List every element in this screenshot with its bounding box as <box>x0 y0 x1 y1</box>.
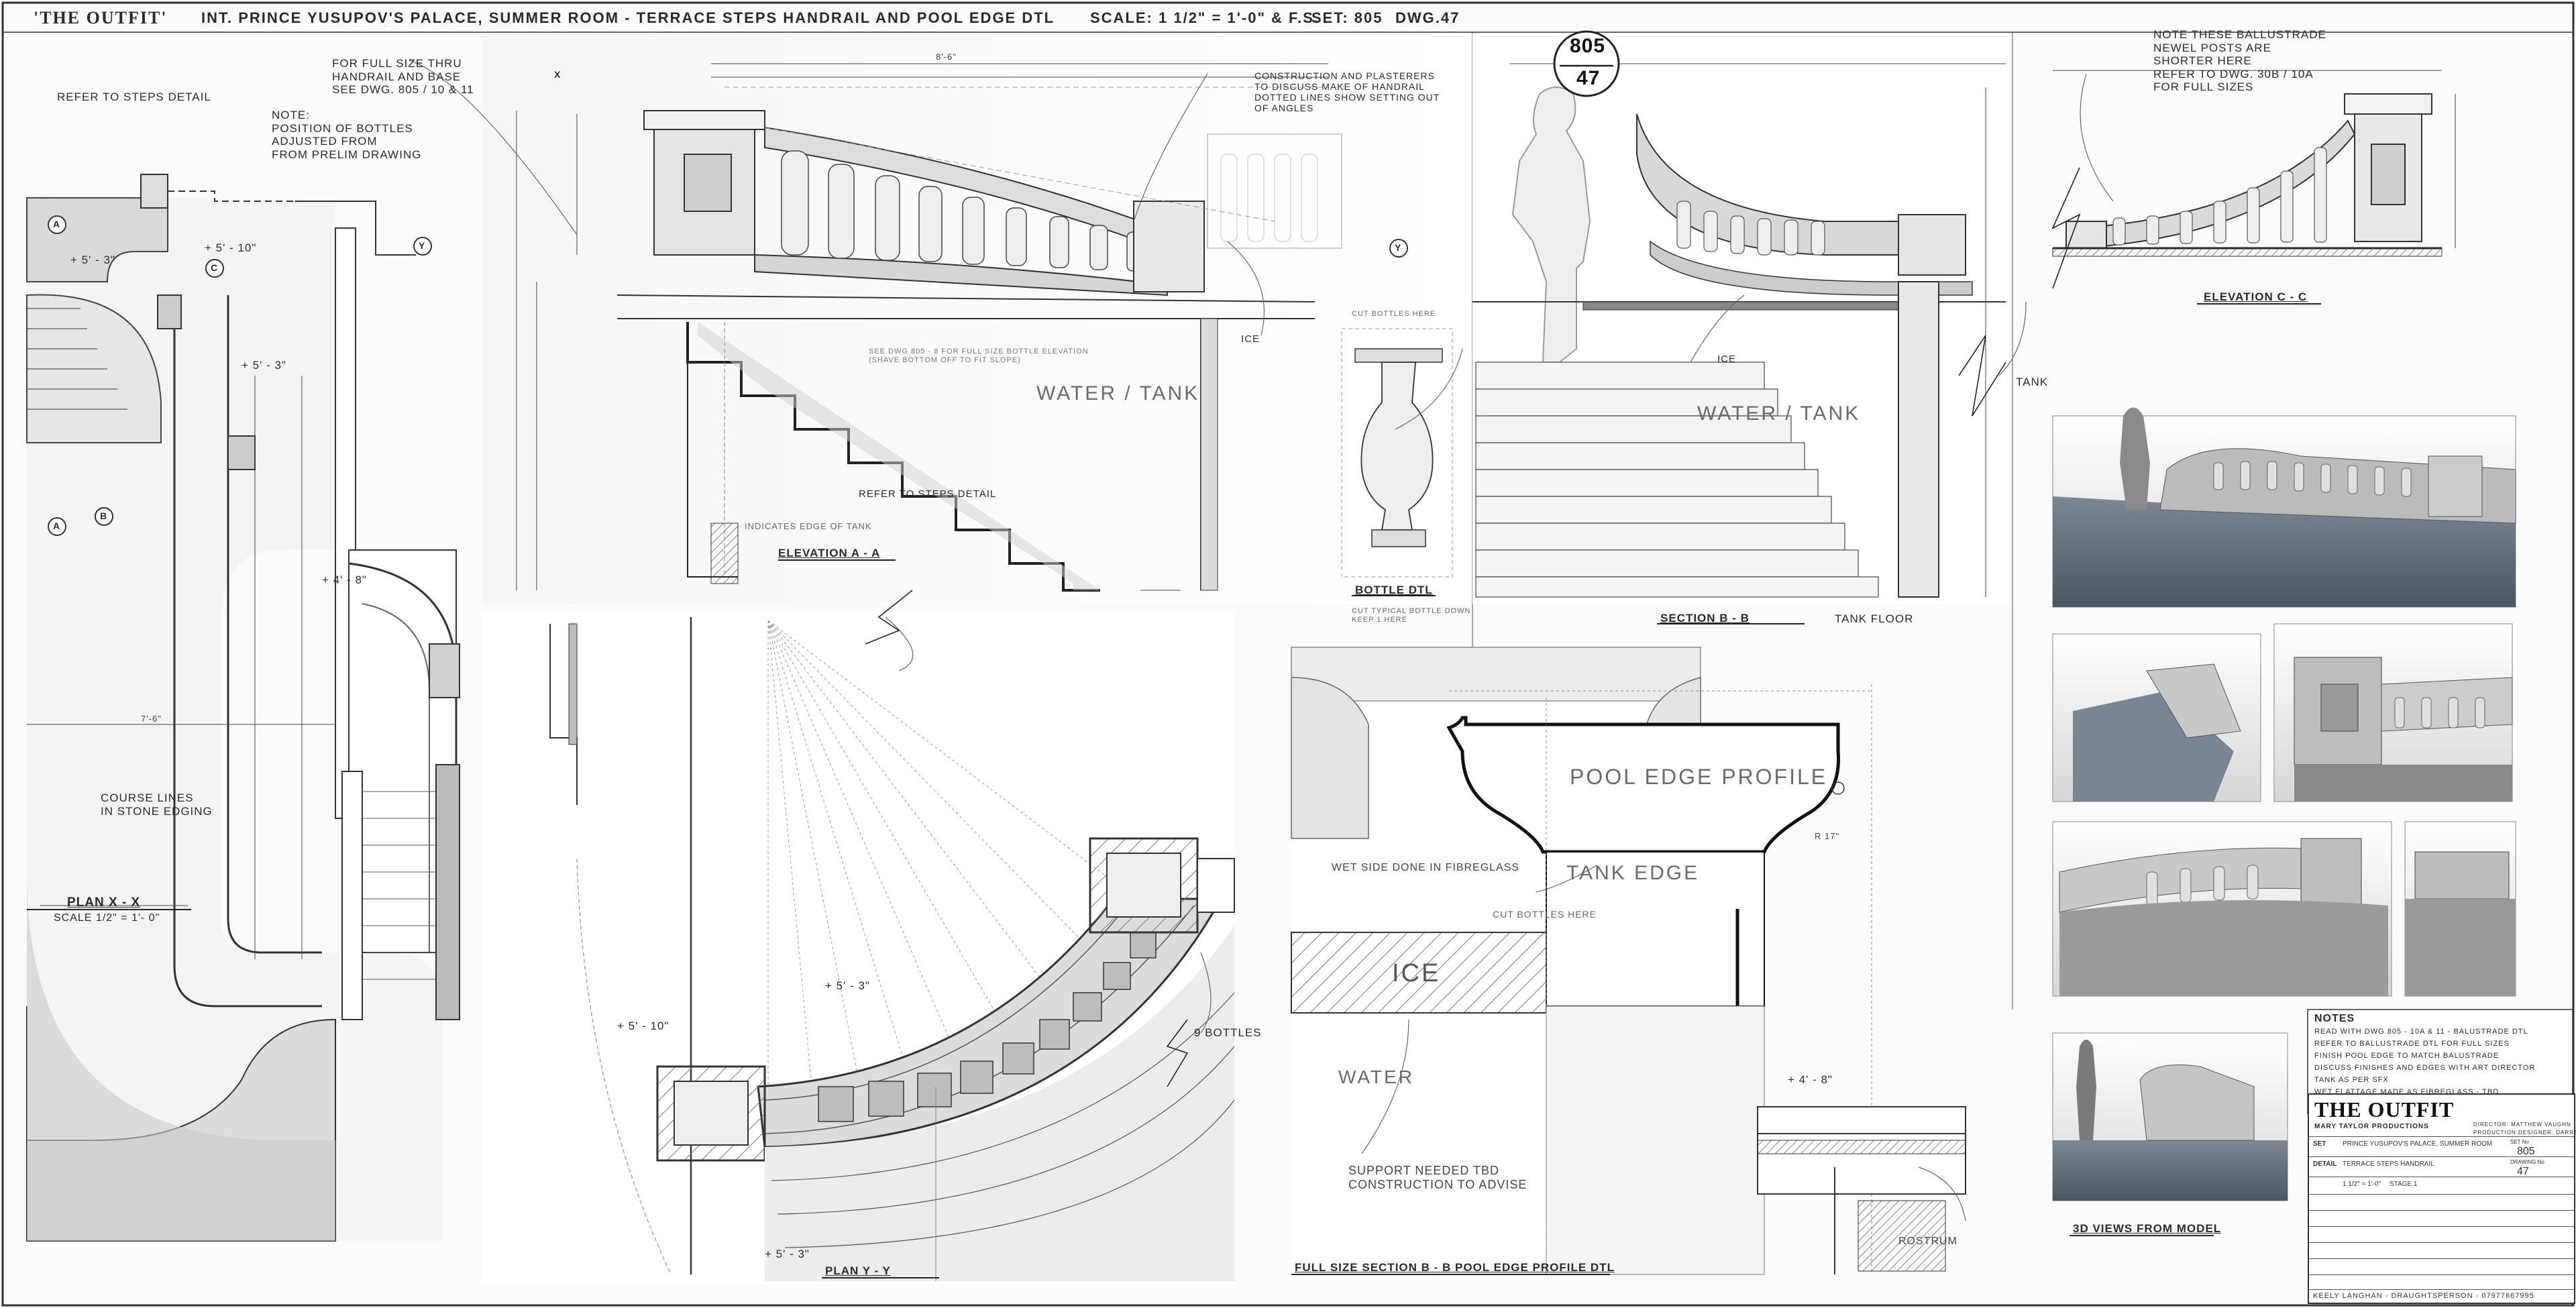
title-bottle-dtl: BOTTLE DTL <box>1355 584 1433 596</box>
note-rostrum: ROSTRUM <box>1898 1236 1957 1247</box>
marker-b: B <box>100 510 108 521</box>
dim-width-a: 7'-6" <box>141 714 162 724</box>
notes-line-1: READ WITH DWG 805 - 10A & 11 - BALUSTRAD… <box>2314 1028 2528 1036</box>
title-block-dwg-no: 47 <box>2517 1166 2529 1177</box>
dim-level-6: + 5' - 10" <box>617 1020 669 1032</box>
title-3d-views: 3D VIEWS FROM MODEL <box>2073 1222 2222 1235</box>
label-ice-big: ICE <box>1392 959 1441 987</box>
label-tank-floor: TANK FLOOR <box>1835 612 1914 625</box>
marker-y-1: Y <box>419 240 426 251</box>
marker-y-2: Y <box>1395 242 1402 253</box>
stamp-drawing-number: 47 <box>1576 67 1601 89</box>
title-block-name: THE OUTFIT <box>2314 1097 2455 1122</box>
label-water: WATER <box>1338 1067 1414 1087</box>
title-block-company: MARY TAYLOR PRODUCTIONS <box>2314 1123 2429 1130</box>
note-course-lines: COURSE LINES IN STONE EDGING <box>101 792 213 818</box>
label-water-tank-a: WATER / TANK <box>1036 382 1200 404</box>
stamp-set-number: 805 <box>1570 35 1606 57</box>
note-refer-steps-2: REFER TO STEPS DETAIL <box>859 488 997 500</box>
notes-line-5: TANK AS PER SFX <box>2314 1076 2389 1084</box>
title-plan-yy: PLAN Y - Y <box>825 1264 891 1277</box>
notes-line-4: DISCUSS FINISHES AND EDGES WITH ART DIRE… <box>2314 1064 2536 1072</box>
note-cut-bottles: CUT BOTTLES HERE <box>1352 310 1436 318</box>
title-block-dwg-no-label: DRAWING No <box>2510 1159 2544 1165</box>
note-nine-bottles: 9 BOTTLES <box>1194 1026 1262 1039</box>
dim-level-1: + 5' - 3" <box>70 254 115 266</box>
production-title: 'THE OUTFIT' <box>34 8 168 28</box>
sheet-scale: SCALE: 1 1/2" = 1'-0" & F.S. <box>1090 9 1320 26</box>
title-elevation-aa: ELEVATION A - A <box>778 547 881 559</box>
note-cut-typical: CUT TYPICAL BOTTLE DOWN KEEP 1 HERE <box>1352 607 1471 624</box>
title-plan-xx-scale: SCALE 1/2" = 1'- 0" <box>54 912 160 924</box>
marker-c: C <box>211 262 219 273</box>
drawing-stamp <box>1553 30 1620 97</box>
sheet-title: INT. PRINCE YUSUPOV'S PALACE, SUMMER ROO… <box>201 9 1055 26</box>
sheet-drawing-number: DWG.47 <box>1395 9 1460 26</box>
dim-level-8: + 4' - 8" <box>1788 1073 1833 1086</box>
title-block-detail-label: DETAIL <box>2313 1160 2337 1168</box>
dim-level-4: + 4' - 8" <box>322 574 367 586</box>
label-ice-a: ICE <box>1241 333 1260 345</box>
note-refer-steps: REFER TO STEPS DETAIL <box>57 91 211 103</box>
elevation-aa-view <box>483 34 1469 604</box>
plan-xx-view <box>26 66 568 1242</box>
note-see-dwg: SEE DWG 805 - 8 FOR FULL SIZE BOTTLE ELE… <box>869 347 1089 364</box>
title-elevation-cc: ELEVATION C - C <box>2204 290 2308 303</box>
title-block-director: DIRECTOR: MATTHEW VAUGHN <box>2473 1122 2571 1128</box>
dim-level-5: + 5' - 3" <box>825 979 870 992</box>
note-cut-bottles-2: CUT BOTTLES HERE <box>1493 909 1597 920</box>
dim-level-7: + 5' - 3" <box>765 1248 810 1260</box>
dim-level-2: + 5' - 10" <box>205 241 257 254</box>
plan-yy-view <box>483 610 1235 1285</box>
bottle-detail-view <box>1341 328 1453 578</box>
title-section-bb: SECTION B - B <box>1660 612 1750 624</box>
marker-a-2: A <box>53 521 61 531</box>
elevation-cc-view <box>2052 70 2456 257</box>
note-support: SUPPORT NEEDED TBD CONSTRUCTION TO ADVIS… <box>1348 1164 1527 1191</box>
section-bb-view <box>1472 34 2009 604</box>
title-block-stage: STAGE 1 <box>2390 1181 2418 1188</box>
title-block: THE OUTFIT MARY TAYLOR PRODUCTIONS DIREC… <box>2308 1093 2576 1304</box>
dim-radius: R 17" <box>1815 831 1840 841</box>
title-block-set-no: 805 <box>2517 1146 2535 1157</box>
note-edge-of-tank: INDICATES EDGE OF TANK <box>745 521 872 531</box>
title-block-set-no-label: SET No <box>2510 1139 2529 1145</box>
label-tank-edge: TANK EDGE <box>1566 862 1700 884</box>
label-tank: TANK <box>2016 376 2049 388</box>
title-full-size-section: FULL SIZE SECTION B - B POOL EDGE PROFIL… <box>1295 1261 1615 1274</box>
label-pool-edge-profile: POOL EDGE PROFILE <box>1570 765 1828 789</box>
note-balustrade: NOTE THESE BALLUSTRADE NEWEL POSTS ARE S… <box>2153 28 2326 94</box>
note-construction: CONSTRUCTION AND PLASTERERS TO DISCUSS M… <box>1254 70 1440 114</box>
marker-a-1: A <box>53 219 61 229</box>
notes-line-3: FINISH POOL EDGE TO MATCH BALUSTRADE <box>2314 1052 2500 1060</box>
note-bottles-position: NOTE: POSITION OF BOTTLES ADJUSTED FROM … <box>272 109 422 161</box>
3d-views <box>2052 407 2516 1201</box>
label-ice-b: ICE <box>1717 353 1737 365</box>
title-block-scale: 1 1/2" = 1'-0" <box>2343 1181 2381 1188</box>
full-size-section-view <box>1291 647 1966 1275</box>
title-block-detail-value: TERRACE STEPS HANDRAIL <box>2343 1160 2434 1168</box>
title-block-set-label: SET <box>2313 1140 2326 1148</box>
dim-width-b: 8'-6" <box>936 52 957 62</box>
note-wet-side: WET SIDE DONE IN FIBREGLASS <box>1332 862 1520 873</box>
notes-line-2: REFER TO BALLUSTRADE DTL FOR FULL SIZES <box>2314 1040 2510 1048</box>
title-plan-xx: PLAN X - X <box>67 895 141 910</box>
marker-x: X <box>554 69 561 80</box>
title-block-designer: PRODUCTION DESIGNER: DARREN GILFORD <box>2473 1130 2576 1136</box>
title-block-set-value: PRINCE YUSUPOV'S PALACE, SUMMER ROOM <box>2343 1140 2493 1148</box>
sheet-set: SET: 805 <box>1311 9 1383 26</box>
dim-level-3: + 5' - 3" <box>241 359 286 372</box>
note-full-size: FOR FULL SIZE THRU HANDRAIL AND BASE SEE… <box>332 57 474 97</box>
notes-heading: NOTES <box>2314 1013 2355 1024</box>
title-block-footer: KEELY LANGHAN - DRAUGHTSPERSON - 0797766… <box>2313 1292 2534 1300</box>
label-water-tank-b: WATER / TANK <box>1697 402 1861 425</box>
